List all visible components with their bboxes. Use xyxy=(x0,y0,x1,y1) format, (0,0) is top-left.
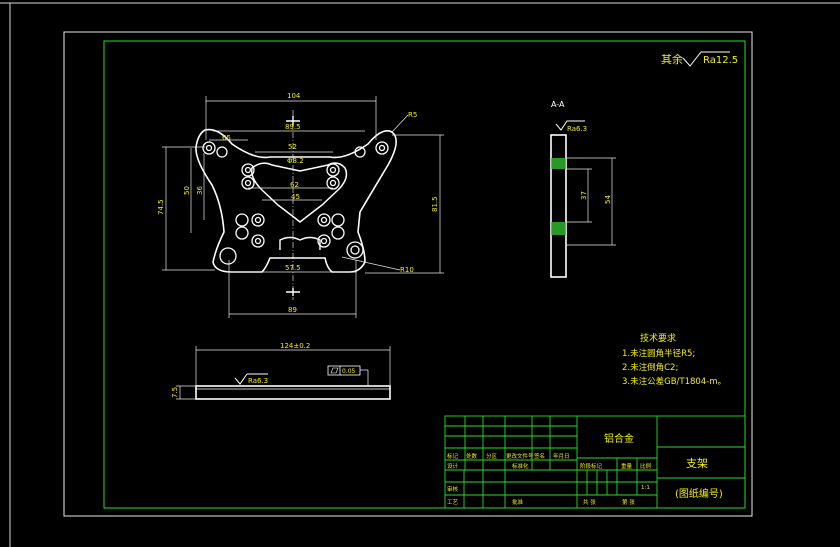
tb-header-row: 标记 处数 分区 更改文件号 签名 年月日 xyxy=(447,452,570,460)
hole-low-right-1 xyxy=(317,213,331,227)
hole-bottom-right xyxy=(346,241,364,259)
dim-top-small: 65 xyxy=(222,134,231,142)
dim-side-length: 124±0.2 xyxy=(280,342,310,350)
hole-top-right xyxy=(375,141,389,155)
flatness-icon xyxy=(330,367,339,374)
dim-left-mid: 50 xyxy=(183,186,191,195)
tb-header-sign: 签名 xyxy=(534,452,545,460)
dim-slot-width: 52 xyxy=(288,143,297,151)
tb-header-date: 年月日 xyxy=(553,452,570,460)
dim-bar-hole: Φ8.2 xyxy=(287,157,304,165)
hole-mid-left-a xyxy=(241,163,255,177)
section-hatch-bottom xyxy=(551,222,566,235)
plan-view: 104 89.5 65 52 Φ8.2 62 45 57.5 89 74.5 5… xyxy=(157,92,444,318)
section-label: A-A xyxy=(551,100,565,109)
dim-left-inner: 36 xyxy=(196,186,204,195)
tb-review: 审核 xyxy=(447,485,459,493)
tb-standard: 标准化 xyxy=(512,462,529,470)
tb-approve: 批准 xyxy=(512,498,524,506)
hole-low-right-4 xyxy=(317,234,331,248)
side-roughness-icon xyxy=(234,373,268,385)
tb-sheet-no: 第 张 xyxy=(622,498,635,506)
hole-top-left-2 xyxy=(216,146,228,158)
section-hatch-top xyxy=(551,158,566,169)
general-roughness-note: 其余 Ra12.5 xyxy=(661,51,738,67)
bolt-symbols xyxy=(286,116,300,296)
side-plate xyxy=(195,385,391,400)
roughness-note-value: Ra12.5 xyxy=(703,55,738,66)
tb-scale-value: 1:1 xyxy=(641,485,650,491)
hole-mid-left-b xyxy=(241,176,255,190)
dim-section-outer: 54 xyxy=(604,195,612,204)
roughness-note-label: 其余 xyxy=(661,52,683,66)
tb-header-count: 处数 xyxy=(466,452,478,460)
side-view: 124±0.2 7.5 Ra6.3 0.05 xyxy=(171,342,391,400)
drawing-frame xyxy=(103,40,746,509)
sheet-outer-border xyxy=(63,31,753,517)
plan-lower-notch xyxy=(279,236,321,250)
dim-bottom-span: 57.5 xyxy=(285,264,301,272)
tech-note-line-3: 3.未注公差GB/T1804-m。 xyxy=(622,376,726,387)
hole-top-right-2 xyxy=(354,146,366,158)
dim-hole-spacing: 62 xyxy=(290,181,299,189)
dim-section-inner: 37 xyxy=(580,191,588,200)
tech-note-line-1: 1.未注圆角半径R5; xyxy=(622,348,695,359)
plan-outline xyxy=(195,128,397,273)
tb-process: 工艺 xyxy=(447,499,459,506)
tb-weight: 重量 xyxy=(621,462,633,470)
dim-top-inner: 89.5 xyxy=(285,123,301,131)
tb-header-mark: 标记 xyxy=(447,452,459,460)
tb-drawing-no: (图纸编号) xyxy=(675,487,723,500)
section-roughness-value: Ra6.3 xyxy=(567,125,587,133)
hole-low-left-2 xyxy=(251,213,265,227)
hole-top-left xyxy=(202,141,216,155)
hole-low-left-3 xyxy=(235,226,249,240)
plan-dimension-texts: 104 89.5 65 52 Φ8.2 62 45 57.5 89 74.5 5… xyxy=(157,92,439,314)
dim-left-outer: 74.5 xyxy=(157,199,165,215)
title-block: 铝合金 支架 (图纸编号) 标记 处数 分区 更改文件号 签名 年月日 设计 标… xyxy=(444,415,746,509)
tech-note-line-2: 2.未注倒角C2; xyxy=(622,362,678,373)
dim-radius-bottom: R10 xyxy=(400,266,414,274)
tb-stage: 阶段标记 xyxy=(580,462,603,470)
tb-header-zone: 分区 xyxy=(486,452,498,460)
plan-holes xyxy=(202,141,389,265)
dim-bottom-overall: 89 xyxy=(288,306,297,314)
hole-low-right-2 xyxy=(331,213,345,227)
hole-mid-right-b xyxy=(326,176,340,190)
hole-bottom-left xyxy=(219,247,237,265)
tb-sheets-total: 共 张 xyxy=(583,498,596,506)
dim-radius-top: R5 xyxy=(408,111,417,119)
tb-header-change-doc: 更改文件号 xyxy=(506,452,534,460)
dim-right-height: 81.5 xyxy=(431,196,439,212)
tech-notes-title: 技术要求 xyxy=(640,332,676,344)
flatness-value: 0.05 xyxy=(342,368,356,375)
dim-top-overall: 104 xyxy=(287,92,301,100)
tb-design: 设计 xyxy=(447,462,459,470)
side-roughness-value: Ra6.3 xyxy=(248,377,268,385)
hole-low-left-4 xyxy=(251,234,265,248)
tb-part-name: 支架 xyxy=(686,457,708,470)
dim-side-thickness: 7.5 xyxy=(171,387,179,398)
section-roughness-icon xyxy=(555,120,585,131)
tb-material: 铝合金 xyxy=(604,432,634,445)
section-body xyxy=(550,134,567,278)
technical-requirements: 技术要求 1.未注圆角半径R5; 2.未注倒角C2; 3.未注公差GB/T180… xyxy=(622,332,726,387)
hole-low-right-3 xyxy=(331,226,345,240)
section-view: A-A 37 54 Ra6.3 xyxy=(550,100,616,278)
roughness-symbol-icon xyxy=(682,51,730,67)
hole-mid-right-a xyxy=(326,163,340,177)
dim-inner-45: 45 xyxy=(291,193,300,201)
tb-scale: 比例 xyxy=(640,462,652,470)
hole-low-left-1 xyxy=(235,213,249,227)
plan-dimension-lines xyxy=(162,96,444,318)
flatness-tolerance: 0.05 xyxy=(327,365,369,386)
